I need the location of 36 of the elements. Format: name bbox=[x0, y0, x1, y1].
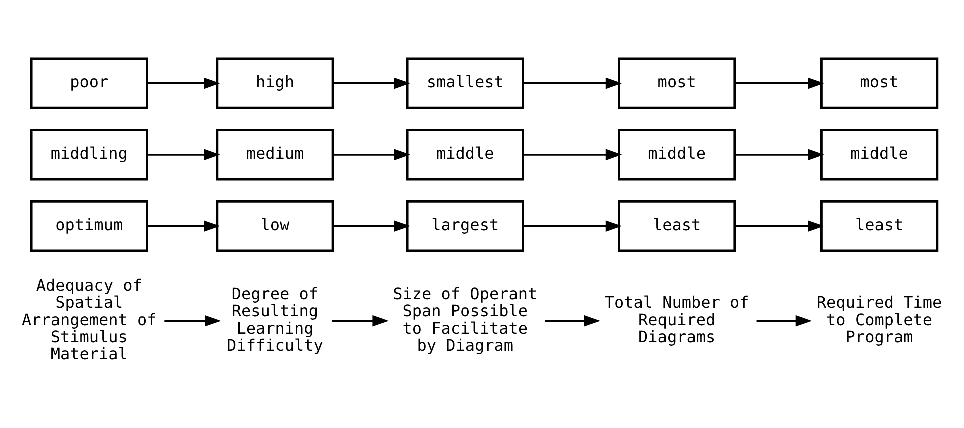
arrow bbox=[735, 149, 824, 161]
arrow bbox=[148, 220, 220, 232]
node-box: middle bbox=[406, 129, 524, 181]
arrow bbox=[523, 220, 622, 232]
node-box: middling bbox=[30, 129, 148, 181]
arrow bbox=[756, 315, 812, 327]
node-text: Required Time to Complete Program bbox=[816, 293, 942, 346]
node-box: largest bbox=[406, 200, 524, 252]
node-box: smallest bbox=[406, 58, 524, 110]
node-text: Adequacy of Spatial Arrangement of Stimulus Material bbox=[22, 276, 157, 364]
arrow bbox=[332, 315, 389, 327]
arrow bbox=[523, 149, 622, 161]
node-box: most bbox=[820, 58, 939, 110]
arrow bbox=[333, 149, 410, 161]
node-text: Degree of Resulting Learning Difficulty bbox=[227, 284, 324, 356]
arrow bbox=[523, 78, 622, 90]
node-box: least bbox=[820, 200, 939, 252]
node-box: high bbox=[216, 58, 334, 110]
node-box: optimum bbox=[30, 200, 148, 252]
node-box: poor bbox=[30, 58, 148, 110]
node-box: most bbox=[618, 58, 736, 110]
node-text: Size of Operant Span Possible to Facilitate by Diagram bbox=[393, 284, 538, 356]
arrow bbox=[164, 315, 222, 327]
arrow bbox=[148, 149, 220, 161]
arrow bbox=[735, 220, 824, 232]
node-box: middle bbox=[618, 129, 736, 181]
node-text: Total Number of Required Diagrams bbox=[604, 293, 750, 346]
arrow bbox=[333, 78, 410, 90]
node-box: least bbox=[618, 200, 736, 252]
arrow bbox=[333, 220, 410, 232]
arrow bbox=[148, 78, 220, 90]
node-box: low bbox=[216, 200, 334, 252]
node-box: middle bbox=[820, 129, 939, 181]
node-box: medium bbox=[216, 129, 334, 181]
arrow bbox=[545, 315, 601, 327]
arrow bbox=[735, 78, 824, 90]
